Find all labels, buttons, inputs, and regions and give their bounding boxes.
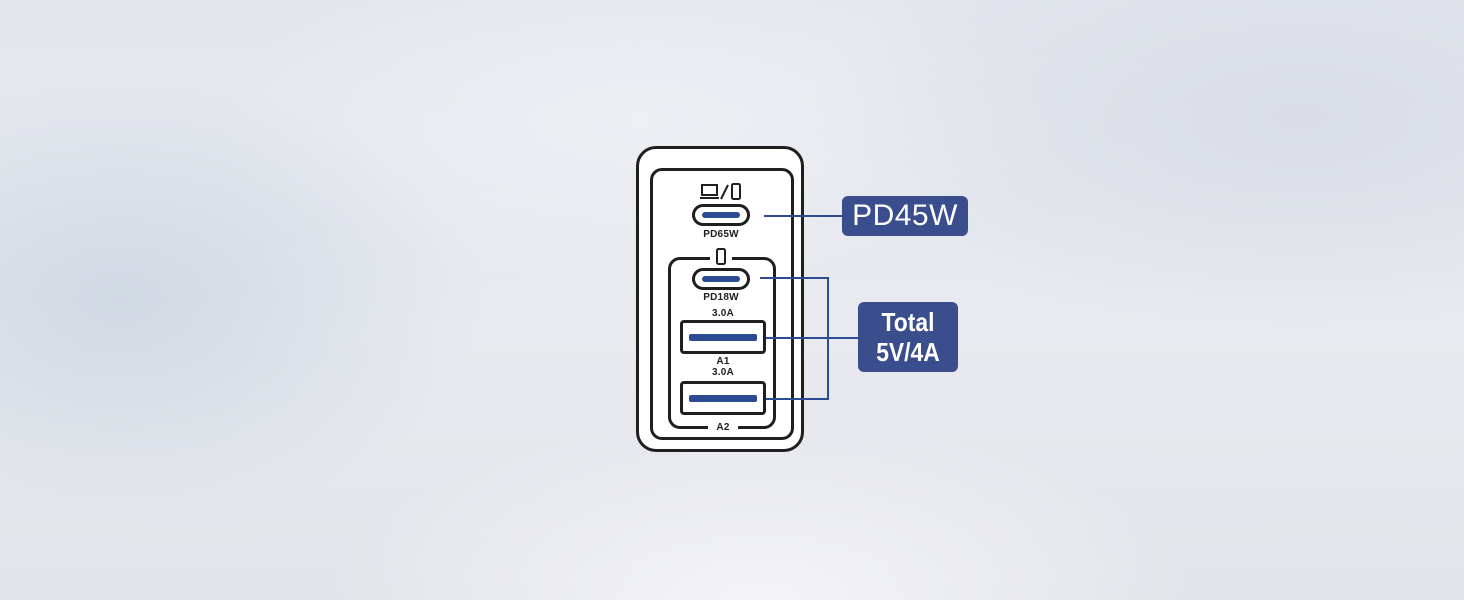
total-badge-line1: Total xyxy=(881,307,935,337)
group-line-middle xyxy=(766,337,858,339)
total-output-badge: Total 5V/4A xyxy=(858,302,958,372)
phone-icon xyxy=(716,248,726,265)
charger-faceplate xyxy=(650,168,794,440)
a2-label-backing xyxy=(708,420,738,434)
usb-a-port-2 xyxy=(680,381,766,415)
usb-a-port-2-label: A2 xyxy=(716,422,730,433)
usb-c-port-1-label: PD65W xyxy=(703,229,739,240)
usb-c-port-2-label: PD18W xyxy=(703,292,739,303)
usb-c-port-1 xyxy=(692,204,750,226)
port-connector xyxy=(689,395,757,402)
group-line-bottom xyxy=(766,398,829,400)
phone-icon-backing xyxy=(710,249,732,265)
usb-a-port-2-rating: 3.0A xyxy=(712,367,734,378)
usb-a-port-1 xyxy=(680,320,766,354)
port-connector xyxy=(689,334,757,341)
usb-a-port-1-label: A1 xyxy=(716,356,730,367)
pd-connector-line xyxy=(764,215,842,217)
port-connector xyxy=(702,276,740,282)
usb-c-port-2 xyxy=(692,268,750,290)
laptop-phone-icon xyxy=(700,183,741,200)
port-connector xyxy=(702,212,740,218)
pd-output-badge: PD45W xyxy=(842,196,968,236)
group-line-top xyxy=(760,277,829,279)
total-badge-line2: 5V/4A xyxy=(876,337,940,367)
usb-a-port-1-rating: 3.0A xyxy=(712,308,734,319)
